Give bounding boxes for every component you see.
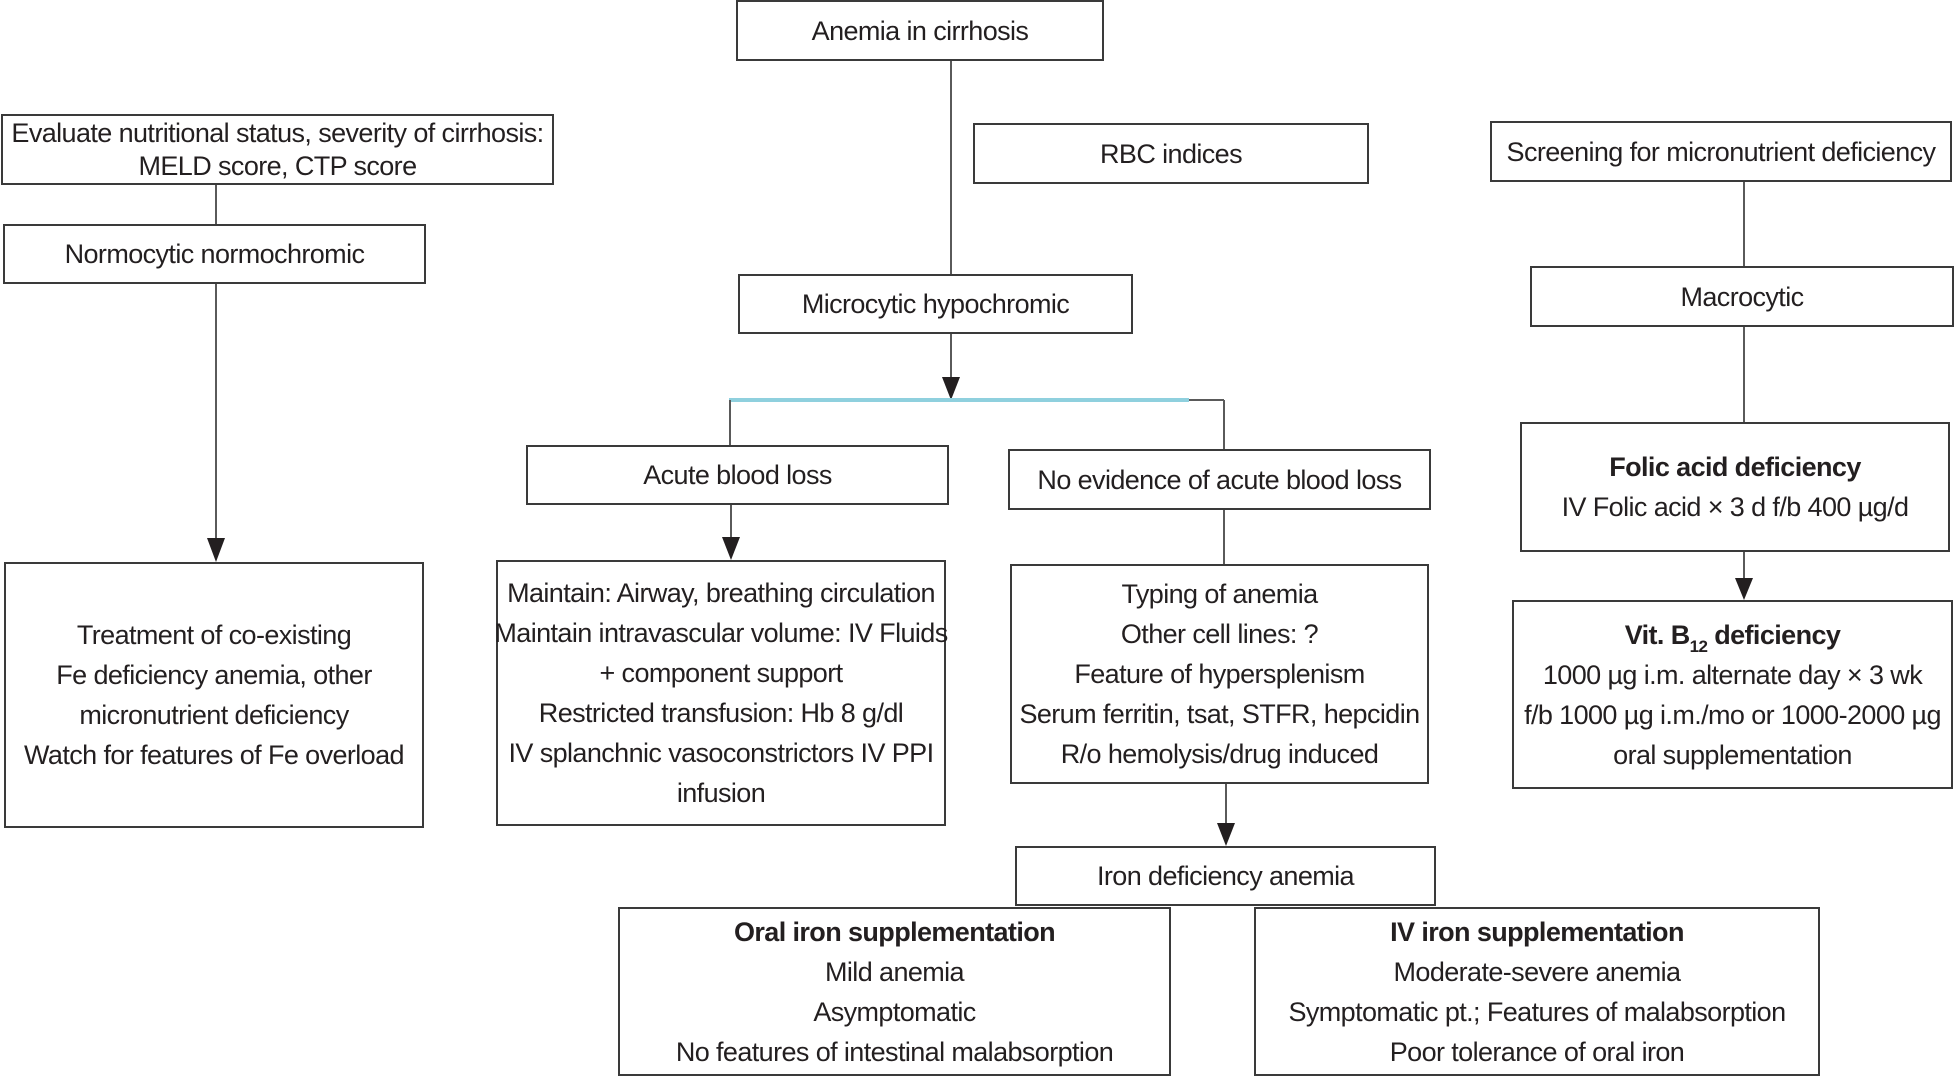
node-text: Macrocytic: [1680, 281, 1804, 312]
node-text: Iron deficiency anemia: [1097, 861, 1355, 891]
node-acute-blood-loss: Acute blood loss: [526, 445, 949, 505]
node-text: Evaluate nutritional status, severity of…: [11, 117, 544, 148]
node-title: Folic acid deficiency: [1609, 452, 1861, 482]
node-text: Acute blood loss: [643, 460, 832, 490]
node-text: Treatment of co-existing: [76, 620, 352, 650]
node-text: Symptomatic pt.; Features of malabsorpti…: [1288, 996, 1786, 1027]
title-part: deficiency: [1707, 619, 1841, 650]
node-text: infusion: [676, 778, 766, 808]
node-text: Feature of hypersplenism: [1074, 659, 1365, 689]
arrow-head-typing-iron: [1217, 823, 1235, 846]
node-title: Oral iron supplementation: [733, 916, 1056, 947]
node-title: IV iron supplementation: [1390, 916, 1684, 947]
node-text: IV splanchnic vasoconstrictors IV PPI: [508, 738, 935, 768]
node-text: 1000 µg i.m. alternate day × 3 wk: [1542, 659, 1923, 690]
node-text: Serum ferritin, tsat, STFR, hepcidin: [1019, 699, 1420, 729]
node-text: Maintain intravascular volume: IV Fluids: [494, 618, 948, 648]
node-text: + component support: [599, 658, 843, 688]
node-text: Other cell lines: ?: [1120, 619, 1319, 649]
node-text: Microcytic hypochromic: [801, 289, 1070, 319]
node-text: RBC indices: [1100, 138, 1243, 169]
node-folic-acid-deficiency: Folic acid deficiency IV Folic acid × 3 …: [1520, 422, 1950, 552]
node-text: Typing of anemia: [1121, 579, 1318, 609]
node-rbc-indices: RBC indices: [973, 123, 1369, 184]
node-evaluate-nutritional-status: Evaluate nutritional status, severity of…: [1, 114, 554, 185]
node-text: Restricted transfusion: Hb 8 g/dl: [538, 698, 904, 728]
node-text: Maintain: Airway, breathing circulation: [507, 578, 935, 608]
node-vit-b12-deficiency: Vit. B12 deficiency 1000 µg i.m. alterna…: [1512, 600, 1953, 789]
node-normocytic-treatment: Treatment of co-existing Fe deficiency a…: [4, 562, 424, 828]
node-text: f/b 1000 µg i.m./mo or 1000-2000 µg: [1524, 699, 1941, 730]
node-macrocytic: Macrocytic: [1530, 266, 1954, 327]
node-typing-of-anemia: Typing of anemia Other cell lines: ? Fea…: [1010, 564, 1429, 784]
node-text: oral supplementation: [1613, 739, 1852, 770]
node-text: micronutrient deficiency: [79, 700, 349, 730]
title-subscript: 12: [1689, 636, 1708, 656]
arrow-head-acute-treatment: [722, 537, 740, 560]
node-text: Moderate-severe anemia: [1393, 956, 1682, 987]
arrow-head-microcytic-branch: [942, 377, 960, 400]
node-text: Anemia in cirrhosis: [811, 15, 1029, 46]
node-text: Screening for micronutrient deficiency: [1506, 136, 1937, 167]
node-iron-deficiency-anemia: Iron deficiency anemia: [1015, 846, 1436, 906]
node-oral-iron-supplementation: Oral iron supplementation Mild anemia As…: [618, 907, 1171, 1076]
node-text: Mild anemia: [825, 956, 965, 987]
node-text: Poor tolerance of oral iron: [1389, 1036, 1685, 1067]
node-no-acute-blood-loss: No evidence of acute blood loss: [1008, 449, 1431, 510]
node-normocytic-normochromic: Normocytic normochromic: [3, 224, 426, 284]
node-text: R/o hemolysis/drug induced: [1060, 739, 1379, 769]
node-acute-management: Maintain: Airway, breathing circulation …: [494, 560, 948, 826]
node-text: Fe deficiency anemia, other: [56, 660, 372, 690]
arrow-head-folic-b12: [1735, 578, 1753, 600]
title-part: Vit. B: [1624, 619, 1691, 650]
node-title: Vit. B12 deficiency: [1625, 615, 1841, 655]
node-screening-micronutrient: Screening for micronutrient deficiency: [1490, 121, 1952, 182]
node-text: No features of intestinal malabsorption: [675, 1036, 1114, 1067]
node-text: IV Folic acid × 3 d f/b 400 µg/d: [1561, 492, 1909, 522]
node-microcytic-hypochromic: Microcytic hypochromic: [738, 274, 1133, 334]
node-text: Watch for features of Fe overload: [24, 740, 404, 770]
arrow-head-normo-treatment: [207, 538, 225, 562]
node-iv-iron-supplementation: IV iron supplementation Moderate-severe …: [1254, 907, 1820, 1076]
node-text: Asymptomatic: [813, 996, 976, 1027]
node-text: No evidence of acute blood loss: [1037, 464, 1402, 495]
node-text: MELD score, CTP score: [138, 150, 418, 181]
node-anemia-in-cirrhosis: Anemia in cirrhosis: [736, 0, 1104, 61]
node-text: Normocytic normochromic: [64, 239, 365, 269]
